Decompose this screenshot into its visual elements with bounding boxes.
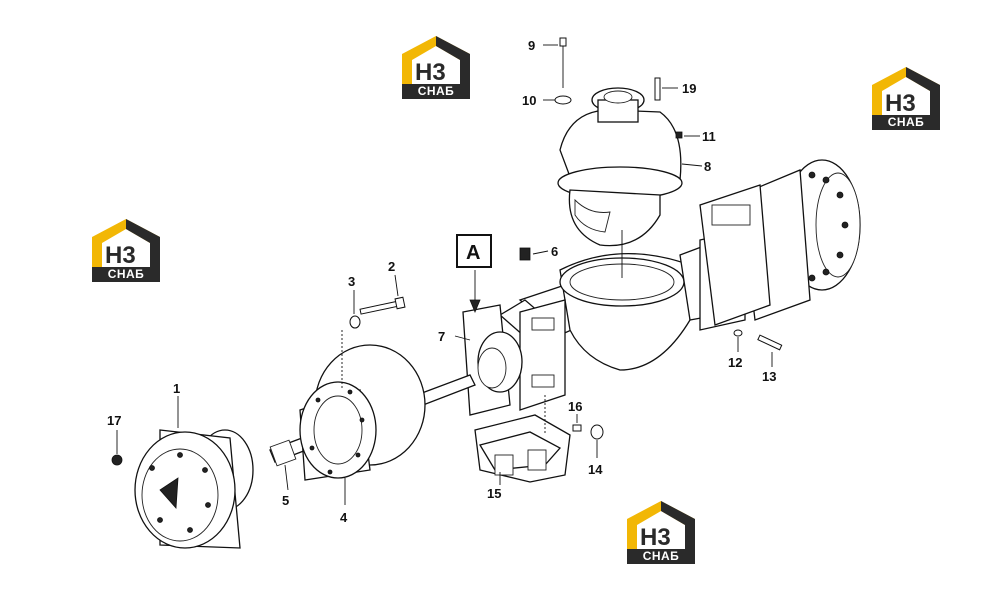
plug-11 [675,131,683,139]
washer-12 [733,329,743,337]
callout-4: 4 [340,510,348,525]
callout-6: 6 [551,244,558,259]
brake-disc [299,344,426,481]
logo-text: СНАБ [627,549,695,564]
left-wheel-hub [134,429,254,549]
logo-watermark: H3 СНАБ [88,215,164,287]
view-a-label: A [466,242,480,264]
house-logo-icon: H3 [627,501,695,551]
callout-10: 10 [522,93,536,108]
logo-text: СНАБ [872,115,940,130]
bolt-13 [757,334,783,351]
view-a-box: A [456,234,492,314]
washer-3 [349,315,361,329]
callout-7: 7 [438,329,445,344]
bolt-2 [359,296,406,315]
house-logo-icon: H3 [872,67,940,117]
callout-5: 5 [282,493,289,508]
callout-9: 9 [528,38,535,53]
house-logo-icon: H3 [92,219,160,269]
callout-14: 14 [588,462,603,477]
bleeder-16 [572,424,582,432]
house-logo-icon: H3 [402,36,470,86]
washer-10 [554,95,572,105]
callout-11: 11 [702,129,716,144]
callout-19: 19 [682,81,696,96]
callout-3: 3 [348,274,355,289]
logo-watermark: H3 СНАБ [398,32,474,104]
nut-17 [111,454,123,466]
differential-carrier [557,87,683,278]
callout-16: 16 [568,399,582,414]
logo-watermark: H3 СНАБ [623,497,699,569]
logo-watermark: H3 СНАБ [868,63,944,135]
axle-housing [462,229,746,416]
bolt-19 [654,77,661,101]
callout-2: 2 [388,259,395,274]
callout-13: 13 [762,369,776,384]
logo-text: СНАБ [92,267,160,282]
logo-letters: H3 [640,524,671,551]
logo-text: СНАБ [402,84,470,99]
logo-letters: H3 [415,59,446,86]
brake-caliper [474,414,571,483]
washer-14 [590,424,604,440]
right-wheel-hub [699,159,861,326]
callout-1: 1 [173,381,180,396]
callout-8: 8 [704,159,711,174]
callout-17: 17 [107,413,121,428]
logo-letters: H3 [885,90,916,117]
bolt-9 [559,37,567,88]
callout-12: 12 [728,355,742,370]
callout-15: 15 [487,486,501,501]
plug-6 [519,247,531,261]
logo-letters: H3 [105,242,136,269]
